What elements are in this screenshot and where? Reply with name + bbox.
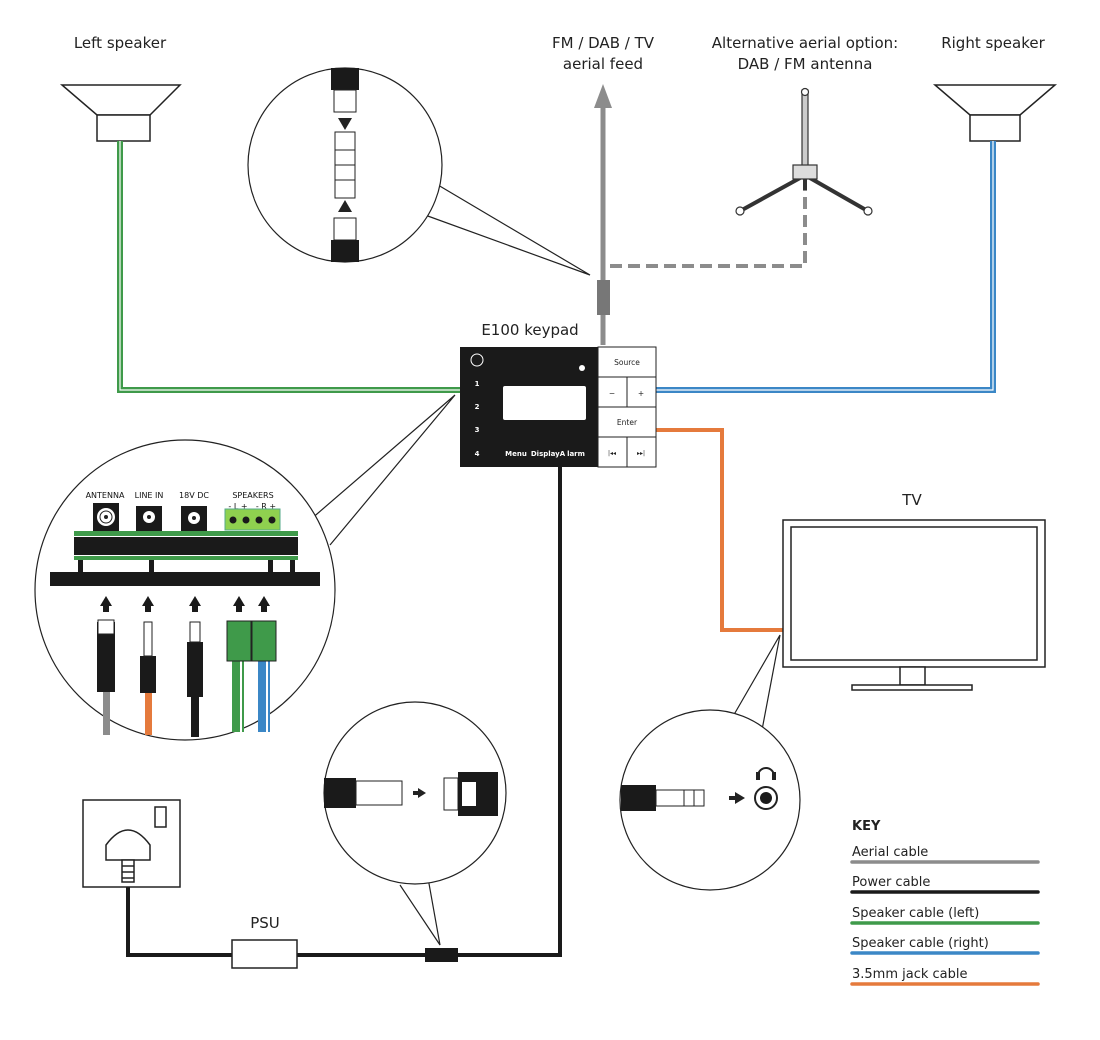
- right-polarity-label: - R +: [256, 502, 276, 511]
- key-power: Power cable: [852, 875, 930, 890]
- alt-aerial-label-1: Alternative aerial option:: [712, 34, 898, 52]
- antenna-tripod-icon: [735, 87, 873, 216]
- enter-button[interactable]: Enter: [617, 418, 638, 427]
- line-in-port-label: LINE IN: [135, 491, 164, 500]
- right-speaker-label: Right speaker: [941, 34, 1045, 52]
- source-button[interactable]: Source: [614, 358, 640, 367]
- prev-button[interactable]: |◂◂: [608, 450, 616, 457]
- key-speaker-left: Speaker cable (left): [852, 906, 979, 921]
- headphones-icon: [756, 767, 776, 780]
- jack-callout: [619, 634, 801, 891]
- preset-3[interactable]: 3: [475, 426, 480, 434]
- preset-2[interactable]: 2: [475, 403, 480, 411]
- alt-aerial-label-2: DAB / FM antenna: [738, 55, 873, 73]
- alarm-button[interactable]: larm: [567, 450, 585, 458]
- minus-button[interactable]: −: [609, 389, 615, 398]
- rear-panel-callout: ANTENNA LINE IN 18V DC SPEAKERS - L + - …: [34, 394, 456, 741]
- aerial-coupler-callout: [247, 67, 591, 276]
- aerial-feed-label-2: aerial feed: [563, 55, 643, 73]
- next-button[interactable]: ▸▸|: [637, 450, 645, 457]
- preset-1[interactable]: 1: [475, 380, 480, 388]
- speaker-cable-left: [117, 141, 460, 393]
- tv-monitor-icon: [782, 519, 1046, 691]
- menu-button[interactable]: Menu: [505, 450, 527, 458]
- antenna-port-label: ANTENNA: [86, 491, 125, 500]
- preset-4[interactable]: 4: [475, 450, 480, 458]
- keypad-title: E100 keypad: [481, 321, 578, 339]
- right-speaker-icon: [932, 84, 1058, 142]
- speaker-cable-right: [656, 141, 996, 393]
- keypad-display: [503, 386, 586, 420]
- logo-icon: [470, 353, 484, 367]
- key-speaker-right: Speaker cable (right): [852, 936, 989, 951]
- key-title: KEY: [852, 819, 881, 834]
- aerial-cable: [594, 84, 807, 345]
- speakers-port-label: SPEAKERS: [232, 491, 273, 500]
- display-button[interactable]: DisplayA: [531, 450, 566, 458]
- left-speaker-label: Left speaker: [74, 34, 167, 52]
- psu-label: PSU: [250, 914, 280, 932]
- key-legend: KEY Aerial cable Power cable Speaker cab…: [850, 819, 1040, 986]
- left-speaker-icon: [59, 84, 182, 142]
- key-aerial: Aerial cable: [852, 845, 928, 860]
- dc-port-label: 18V DC: [179, 491, 209, 500]
- plus-button[interactable]: +: [638, 389, 644, 398]
- tv-label: TV: [901, 491, 922, 509]
- dc-plug-callout: [323, 701, 507, 946]
- power-cable: [126, 467, 562, 969]
- wall-socket-icon: [82, 799, 181, 888]
- e100-keypad: 1 2 3 4 Menu DisplayA larm Source − + En…: [460, 346, 657, 468]
- key-jack: 3.5mm jack cable: [852, 967, 968, 982]
- jack-cable: [656, 428, 785, 632]
- left-polarity-label: - L +: [228, 502, 247, 511]
- psu-box: [231, 939, 298, 969]
- arrow-icon: [100, 596, 270, 612]
- aerial-feed-label-1: FM / DAB / TV: [552, 34, 655, 52]
